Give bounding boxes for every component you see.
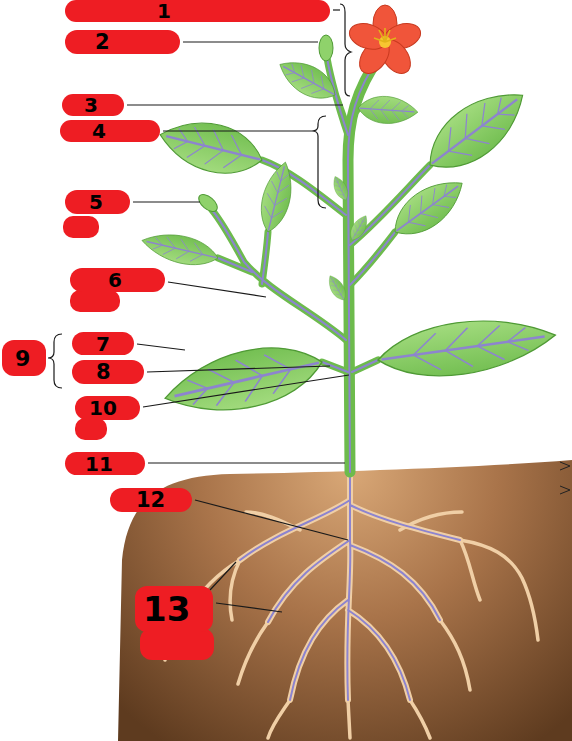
leaf <box>159 335 329 426</box>
leaf <box>415 75 537 184</box>
edge-tick <box>560 462 570 494</box>
leader-line <box>137 344 185 350</box>
leader-lines <box>48 4 351 612</box>
callout-number: 11 <box>65 452 145 475</box>
root-vascular <box>240 470 460 700</box>
callout-number: 5 <box>65 190 130 214</box>
leader-line <box>195 500 348 540</box>
bracket <box>340 4 351 96</box>
callout-number: 8 <box>72 360 144 384</box>
redaction-mark <box>140 628 214 660</box>
callout-number: 4 <box>60 120 160 142</box>
leaf <box>139 227 221 271</box>
callout-number: 3 <box>62 94 124 116</box>
callout-number: 12 <box>110 488 192 512</box>
leaf <box>325 273 350 304</box>
vascular-tissue <box>212 56 430 472</box>
leader-line <box>133 201 200 202</box>
leader-line <box>148 462 345 463</box>
axillary-bud <box>196 191 221 214</box>
leader-line <box>210 562 282 612</box>
leaf <box>347 213 372 244</box>
flower <box>346 5 424 79</box>
callout-number: 13 <box>135 586 213 632</box>
redaction-mark <box>75 418 107 440</box>
leader-line <box>143 375 349 407</box>
leader-line <box>168 282 266 297</box>
callout-number: 10 <box>75 396 140 420</box>
callout-number: 1 <box>65 0 330 22</box>
leaf <box>154 112 267 183</box>
callout-number: 7 <box>72 332 134 355</box>
leader-line <box>163 130 312 131</box>
leader-line <box>147 366 330 372</box>
leaf <box>357 95 419 126</box>
callout-number: 9 <box>2 340 46 376</box>
redaction-mark <box>63 216 99 238</box>
bracket <box>48 334 62 388</box>
shoot-system <box>212 56 430 472</box>
leaf <box>384 169 472 247</box>
redaction-mark <box>70 290 120 312</box>
roots <box>165 470 538 738</box>
leaf <box>255 159 299 235</box>
callout-number: 2 <box>65 30 180 54</box>
terminal-bud <box>319 35 333 61</box>
main-roots <box>240 470 460 700</box>
leader-line <box>183 41 318 42</box>
leaf <box>273 52 342 107</box>
leader-line <box>127 104 343 105</box>
leader-line <box>333 9 340 10</box>
bracket <box>312 116 326 208</box>
callout-number: 6 <box>70 268 165 292</box>
redaction-marks <box>63 216 214 660</box>
leaf <box>330 174 352 203</box>
stamens <box>374 28 396 42</box>
leaf <box>374 309 558 385</box>
